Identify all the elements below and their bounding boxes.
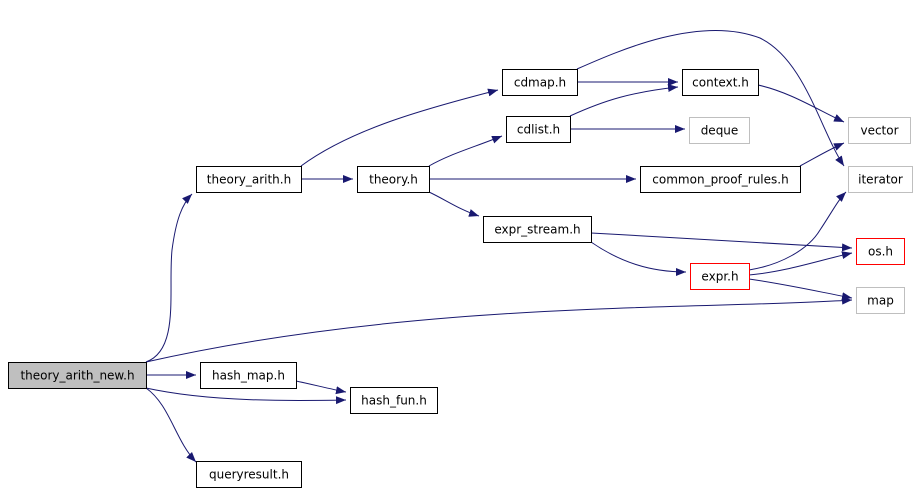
node-label: expr_stream.h xyxy=(494,223,580,237)
edge-context-h-to-vector xyxy=(757,84,845,123)
node-label: queryresult.h xyxy=(209,468,289,482)
edges xyxy=(145,30,853,463)
edge-common-proof-rules-h-to-vector xyxy=(799,142,845,167)
node-box xyxy=(483,216,592,243)
edge-cdlist-h-to-context-h xyxy=(569,84,679,117)
edge-expr-stream-h-to-expr-h xyxy=(590,241,687,276)
node-box xyxy=(682,69,759,96)
node-iterator[interactable]: iterator xyxy=(848,166,913,193)
node-label: theory_arith.h xyxy=(207,173,291,187)
node-box xyxy=(200,362,297,389)
node-label: deque xyxy=(701,124,739,138)
node-box xyxy=(196,461,302,488)
edge-hash-map-h-to-hash-fun-h xyxy=(295,380,347,395)
node-box xyxy=(848,166,913,193)
node-theory-arith-new-h[interactable]: theory_arith_new.h xyxy=(8,362,147,389)
node-label: expr.h xyxy=(701,270,738,284)
node-common-proof-rules-h[interactable]: common_proof_rules.h xyxy=(640,166,801,193)
node-map[interactable]: map xyxy=(856,287,905,314)
node-box xyxy=(689,117,750,144)
node-label: theory.h xyxy=(369,173,418,187)
edge-theory-arith-new-h-to-queryresult-h xyxy=(145,387,197,463)
node-hash-fun-h[interactable]: hash_fun.h xyxy=(350,387,438,414)
node-deque[interactable]: deque xyxy=(689,117,750,144)
edge-cdmap-h-to-iterator xyxy=(576,30,845,167)
node-box xyxy=(856,238,905,265)
node-box xyxy=(350,387,438,414)
edge-expr-h-to-iterator xyxy=(748,191,847,271)
edge-theory-arith-h-to-cdmap-h xyxy=(300,88,499,167)
edge-theory-h-to-expr-stream-h xyxy=(428,191,480,217)
node-box xyxy=(357,166,430,193)
node-box xyxy=(8,362,147,389)
node-expr-h[interactable]: expr.h xyxy=(690,263,750,290)
node-expr-stream-h[interactable]: expr_stream.h xyxy=(483,216,592,243)
node-label: cdlist.h xyxy=(517,123,560,137)
edge-theory-arith-new-h-to-hash-fun-h xyxy=(145,387,347,405)
node-os-h[interactable]: os.h xyxy=(856,238,905,265)
node-vector[interactable]: vector xyxy=(848,117,911,144)
edge-expr-h-to-os-h xyxy=(748,251,853,276)
node-label: vector xyxy=(860,124,898,138)
edge-expr-h-to-map xyxy=(748,278,853,301)
node-box xyxy=(856,287,905,314)
nodes: theory_arith_new.h theory_arith.h hash_map… xyxy=(8,69,913,488)
node-label: os.h xyxy=(868,245,893,259)
node-box xyxy=(506,116,571,143)
node-box xyxy=(690,263,750,290)
node-cdmap-h[interactable]: cdmap.h xyxy=(502,69,578,96)
node-box xyxy=(196,166,302,193)
edge-theory-h-to-cdlist-h xyxy=(428,135,503,167)
node-context-h[interactable]: context.h xyxy=(682,69,759,96)
node-queryresult-h[interactable]: queryresult.h xyxy=(196,461,302,488)
edge-theory-arith-new-h-to-map xyxy=(145,296,853,363)
node-box xyxy=(640,166,801,193)
node-label: common_proof_rules.h xyxy=(652,173,788,187)
node-hash-map-h[interactable]: hash_map.h xyxy=(200,362,297,389)
node-label: map xyxy=(867,294,894,308)
node-theory-arith-h[interactable]: theory_arith.h xyxy=(196,166,302,193)
edge-theory-arith-new-h-to-theory-arith-h xyxy=(145,193,193,363)
node-box xyxy=(848,117,911,144)
node-cdlist-h[interactable]: cdlist.h xyxy=(506,116,571,143)
edge-expr-stream-h-to-os-h xyxy=(590,232,853,252)
node-label: hash_map.h xyxy=(212,369,285,383)
node-label: cdmap.h xyxy=(514,76,566,90)
node-label: theory_arith_new.h xyxy=(20,369,134,383)
node-label: iterator xyxy=(858,173,903,187)
node-theory-h[interactable]: theory.h xyxy=(357,166,430,193)
node-label: hash_fun.h xyxy=(361,394,427,408)
node-label: context.h xyxy=(692,76,749,90)
node-box xyxy=(502,69,578,96)
